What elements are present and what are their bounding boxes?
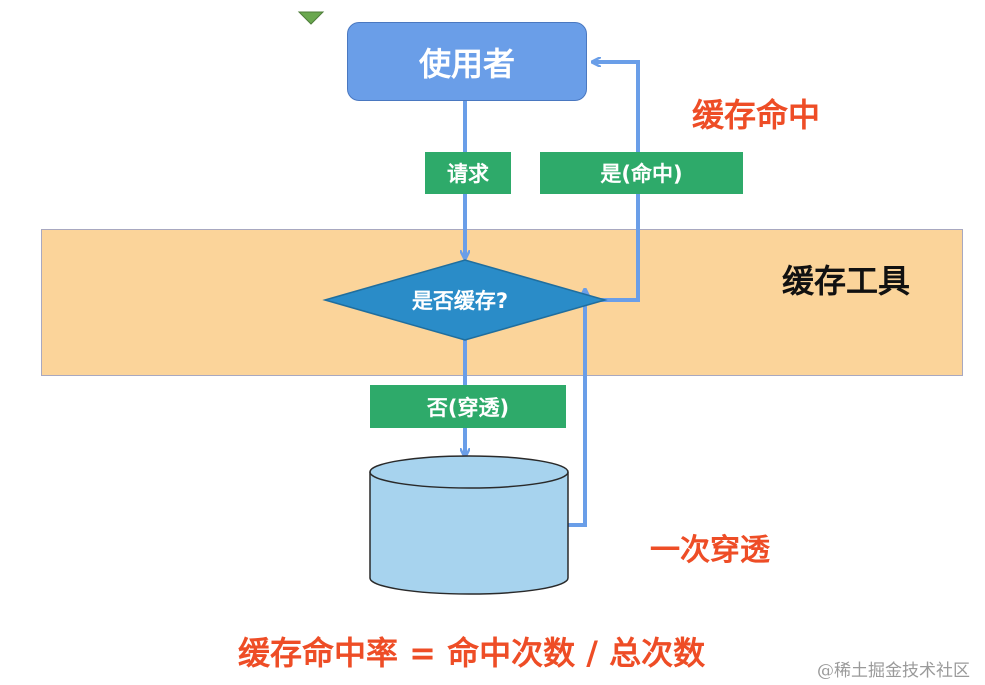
one-penetration-label: 一次穿透 — [650, 533, 770, 568]
tag-miss: 否(穿透) — [370, 385, 566, 428]
watermark: @稀土掘金技术社区 — [817, 661, 970, 681]
decision-node: 是否缓存? — [330, 275, 590, 325]
user-node-label: 使用者 — [418, 44, 515, 83]
tag-hit: 是(命中) — [540, 152, 743, 194]
user-node: 使用者 — [347, 22, 587, 101]
database-cylinder — [369, 455, 569, 595]
arrow-writeback — [568, 290, 585, 527]
decision-diamond — [322, 259, 608, 341]
decision-node-label: 是否缓存? — [411, 289, 509, 313]
top-marker-icon — [297, 11, 325, 25]
cache-tool-label: 缓存工具 — [782, 262, 911, 300]
tag-request-label: 请求 — [447, 162, 489, 186]
hit-rate-formula: 缓存命中率 = 命中次数 / 总次数 — [238, 634, 706, 672]
cache-hit-label: 缓存命中 — [692, 96, 821, 134]
tag-miss-label: 否(穿透) — [426, 395, 510, 420]
tag-hit-label: 是(命中) — [600, 162, 683, 186]
tag-request: 请求 — [425, 152, 511, 194]
